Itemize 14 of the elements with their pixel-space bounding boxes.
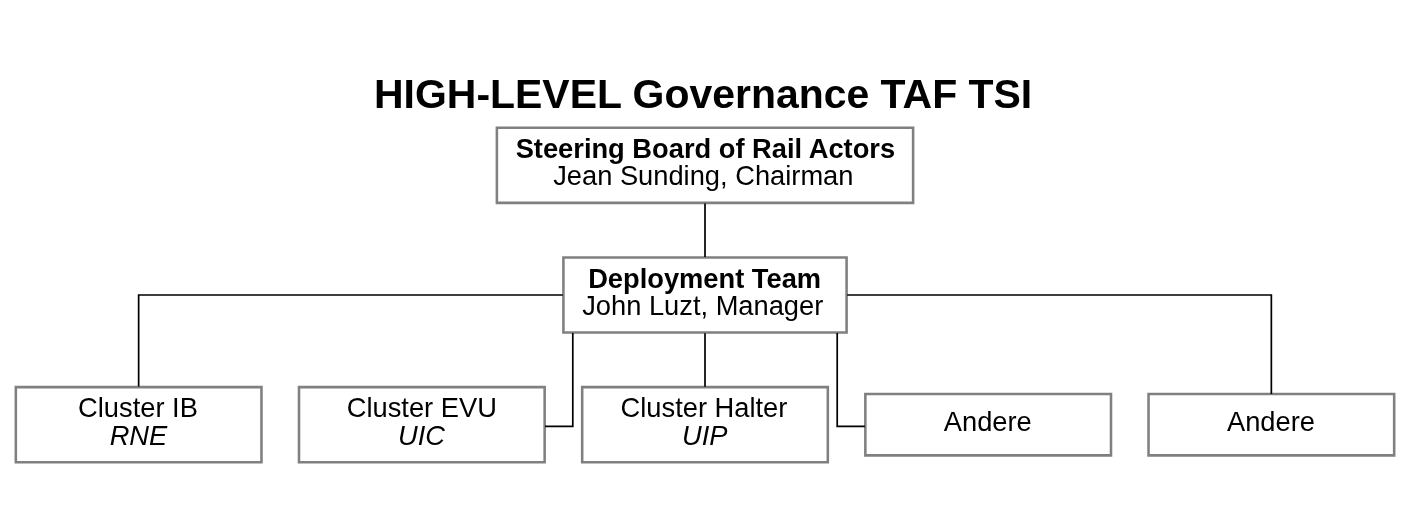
connector [846,293,1273,395]
node-box: Deployment Team John Luzt, Manager [562,255,848,334]
node-box: Cluster EVU UIC [297,385,546,463]
node-box: Andere [864,392,1113,457]
connector [137,293,564,387]
node-box: Cluster Halter UIP [580,385,830,463]
connector [704,202,706,258]
diagram-title: HIGH-LEVEL Governance TAF TSI [374,70,1033,117]
connector [544,331,574,427]
node-box: Andere [1147,392,1396,457]
connector [704,331,706,388]
connector [836,331,866,427]
node-box: Steering Board of Rail Actors Jean Sunding, Chairman [495,126,915,204]
node-box: Cluster IB RNE [14,385,263,463]
